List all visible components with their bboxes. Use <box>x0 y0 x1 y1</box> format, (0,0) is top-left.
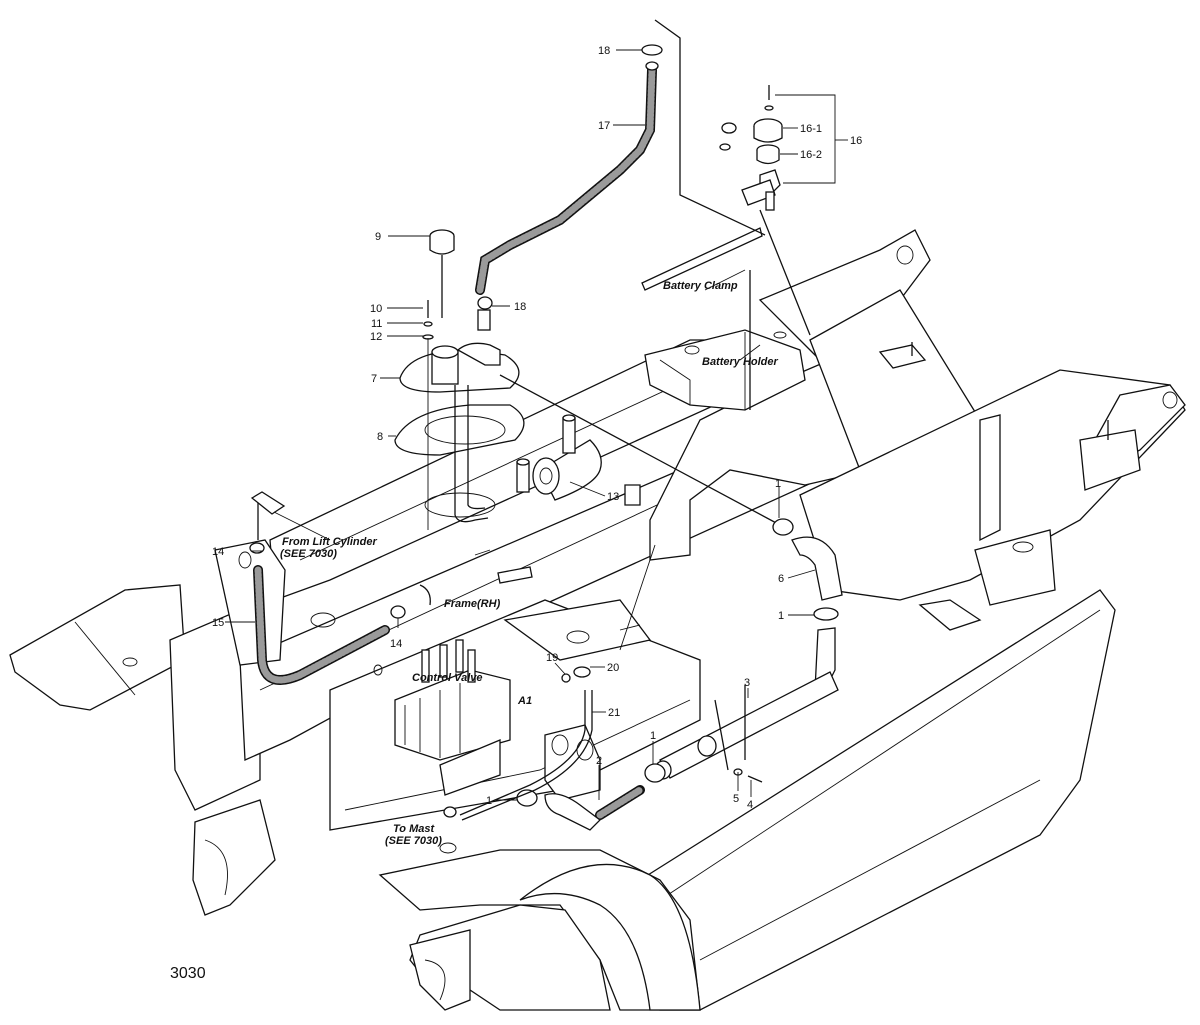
callout-8: 8 <box>377 431 383 443</box>
callout-numbers: 18 17 9 10 11 12 7 8 18 13 1 6 1 3 1 2 1… <box>212 45 862 811</box>
truck-frame <box>9 229 1186 1011</box>
callout-12: 12 <box>370 331 382 343</box>
callout-1-upper: 1 <box>775 478 781 490</box>
leader-lines <box>225 49 848 801</box>
callout-16-1: 16-1 <box>800 123 822 135</box>
figure-number: 3030 <box>170 965 206 982</box>
filter-13 <box>516 414 602 501</box>
label-from-lift-cylinder: From Lift Cylinder <box>282 536 377 548</box>
callout-18-mid: 18 <box>514 301 526 313</box>
callout-1-left: 1 <box>486 795 492 807</box>
callout-10: 10 <box>370 303 382 315</box>
callout-1-lower: 1 <box>650 730 656 742</box>
callout-3: 3 <box>744 677 750 689</box>
callout-5: 5 <box>733 793 739 805</box>
tank-assembly <box>394 229 525 530</box>
callout-15: 15 <box>212 617 224 629</box>
callout-20: 20 <box>607 662 619 674</box>
callout-18-top: 18 <box>598 45 610 57</box>
lift-hose-15 <box>249 491 431 685</box>
callout-17: 17 <box>598 120 610 132</box>
callout-19: 19 <box>546 652 558 664</box>
suction-hose-17 <box>475 44 663 331</box>
callout-2: 2 <box>596 755 602 767</box>
callout-7: 7 <box>371 373 377 385</box>
callout-21: 21 <box>608 707 620 719</box>
callout-1-mid: 1 <box>778 610 784 622</box>
label-to-mast: To Mast <box>393 823 435 835</box>
label-to-mast-ref: (SEE 7030) <box>385 835 442 847</box>
callout-11: 11 <box>371 318 382 330</box>
label-from-lift-cylinder-ref: (SEE 7030) <box>280 548 337 560</box>
callout-6: 6 <box>778 573 784 585</box>
battery-mount-16 <box>719 85 783 211</box>
text-labels: Battery Clamp Battery Holder From Lift C… <box>170 280 779 982</box>
callout-14-upper: 14 <box>212 546 224 558</box>
label-control-valve: Control Valve <box>412 672 483 684</box>
callout-16: 16 <box>850 135 862 147</box>
callout-13: 13 <box>607 491 619 503</box>
hose-21 <box>443 666 593 821</box>
callout-16-2: 16-2 <box>800 149 822 161</box>
battery-clamp <box>641 19 811 410</box>
callout-14-lower: 14 <box>390 638 402 650</box>
control-valve <box>394 639 511 796</box>
label-frame-rh: Frame(RH) <box>444 598 501 610</box>
label-battery-holder: Battery Holder <box>702 356 779 368</box>
callout-4: 4 <box>747 799 753 811</box>
label-battery-clamp: Battery Clamp <box>663 280 738 292</box>
callout-a1: A1 <box>517 695 532 707</box>
callout-9: 9 <box>375 231 381 243</box>
pipe-assembly <box>516 671 839 831</box>
